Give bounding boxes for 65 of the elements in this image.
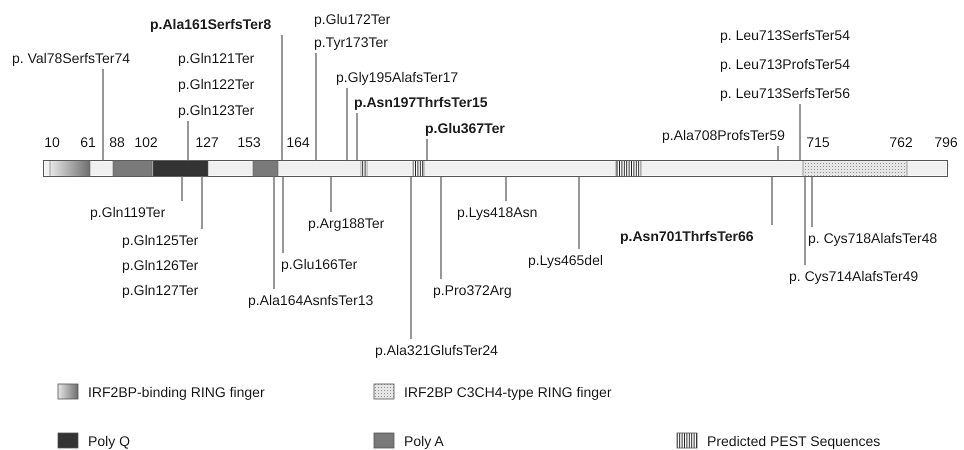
- variant-label: p.Glu172Ter: [314, 10, 390, 28]
- leader-line: [181, 177, 183, 201]
- leader-line: [578, 177, 580, 249]
- leader-line: [187, 121, 189, 160]
- leader-line: [426, 139, 428, 160]
- legend-label: Poly Q: [88, 432, 130, 450]
- residue-position: 10: [44, 133, 60, 151]
- residue-position: 127: [195, 133, 219, 151]
- variant-label: p. Cys714AlafsTer49: [789, 267, 918, 285]
- residue-position: 762: [889, 133, 913, 151]
- variant-label: p.Ala321GlufsTer24: [375, 341, 498, 359]
- variant-label: p.Gln125Ter: [122, 231, 198, 249]
- leader-line: [777, 146, 779, 160]
- leader-line: [799, 104, 801, 160]
- variant-label: p. Leu713ProfsTer54: [720, 55, 850, 73]
- variant-label: p.Gln119Ter: [90, 203, 166, 221]
- leader-line: [440, 177, 442, 279]
- leader-line: [410, 177, 412, 339]
- leader-line: [505, 177, 507, 201]
- residue-position: 61: [80, 133, 96, 151]
- residue-position: 164: [286, 133, 310, 151]
- variant-label: p.Tyr173Ter: [314, 33, 389, 51]
- legend-label: Poly A: [404, 432, 444, 450]
- leader-line: [330, 177, 332, 212]
- legend-label: IRF2BP-binding RING finger: [88, 383, 265, 401]
- leader-line: [771, 177, 773, 225]
- variant-label: p.Gln122Ter: [178, 75, 254, 93]
- variant-label: p.Ala161SerfsTer8: [150, 15, 272, 33]
- variant-label: p. Leu713SerfsTer56: [720, 84, 850, 102]
- legend-label: IRF2BP C3CH4-type RING finger: [404, 383, 612, 401]
- residue-position: 715: [806, 133, 830, 151]
- leader-line: [811, 177, 813, 227]
- leader-line: [201, 177, 203, 229]
- variant-label: p.Glu367Ter: [425, 119, 505, 137]
- variant-label: p. Val78SerfsTer74: [12, 49, 130, 67]
- leader-line: [282, 177, 284, 253]
- variant-label: p.Gln126Ter: [122, 256, 198, 274]
- variant-label: p.Gln127Ter: [122, 281, 198, 299]
- variant-label: p.Ala708ProfsTer59: [662, 126, 785, 144]
- residue-position: 102: [134, 133, 158, 151]
- variant-label: p.Glu166Ter: [281, 255, 358, 273]
- variant-label: p.Asn701ThrfsTer66: [620, 227, 754, 245]
- leader-line: [346, 88, 348, 160]
- variant-label: p.Lys465del: [528, 251, 603, 269]
- leader-line: [273, 177, 275, 289]
- variant-label: p.Arg188Ter: [308, 214, 384, 232]
- legend-label: Predicted PEST Sequences: [707, 432, 880, 450]
- leader-line: [102, 69, 104, 160]
- variant-label: p.Gly195AlafsTer17: [336, 68, 458, 86]
- variant-label: p.Pro372Arg: [433, 281, 512, 299]
- variant-label: p. Leu713SerfsTer54: [720, 26, 850, 44]
- protein-domain-bar: [43, 160, 948, 177]
- variant-label: p. Cys718AlafsTer48: [808, 229, 938, 247]
- variant-label: p.Gln123Ter: [178, 101, 254, 119]
- residue-position: 796: [934, 133, 958, 151]
- leader-line: [315, 53, 317, 160]
- variant-label: p.Asn197ThrfsTer15: [354, 93, 488, 111]
- residue-position: 153: [237, 133, 261, 151]
- residue-position: 88: [109, 133, 125, 151]
- leader-line: [804, 177, 806, 265]
- variant-label: p.Lys418Asn: [457, 203, 538, 221]
- leader-line: [281, 35, 283, 160]
- leader-line: [356, 113, 358, 160]
- variant-label: p.Gln121Ter: [178, 49, 254, 67]
- variant-label: p.Ala164AsnfsTer13: [248, 291, 374, 309]
